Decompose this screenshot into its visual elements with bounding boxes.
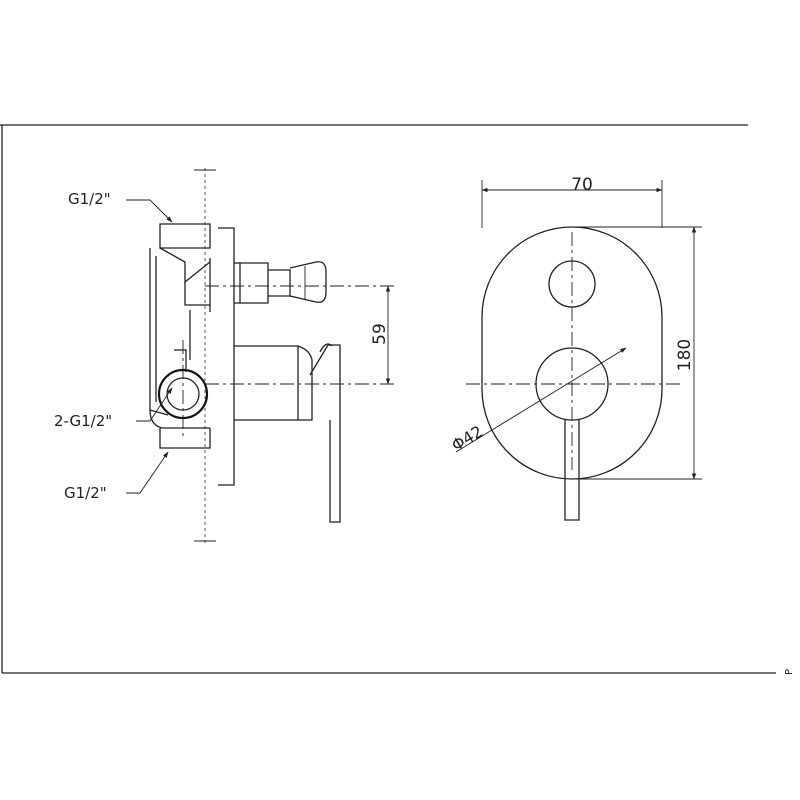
drawing-frame xyxy=(0,124,776,674)
label-g-mid: 2-G1/2" xyxy=(54,412,112,430)
front-view: 70 180 Φ42 xyxy=(448,175,702,521)
dim-42-line xyxy=(455,347,627,453)
valve-body xyxy=(149,223,211,449)
diverter-knob-side xyxy=(234,261,327,304)
dim-42-label: Φ42 xyxy=(448,422,486,455)
label-g-bottom: G1/2" xyxy=(64,484,107,502)
side-view: 59 G1/2" 2-G1/2" G1/2" xyxy=(54,168,395,545)
dim-70-label: 70 xyxy=(571,175,593,195)
lever-handle-front xyxy=(564,420,580,521)
dim-180-label: 180 xyxy=(675,339,695,371)
leader-top xyxy=(126,199,173,223)
label-g-top: G1/2" xyxy=(68,190,111,208)
corner-mark: P xyxy=(784,669,795,675)
leader-bottom xyxy=(126,451,169,494)
lever-handle-side xyxy=(234,343,341,523)
cover-plate-side xyxy=(218,227,235,486)
leader-mid xyxy=(136,387,173,422)
dim-59-label: 59 xyxy=(370,323,390,345)
